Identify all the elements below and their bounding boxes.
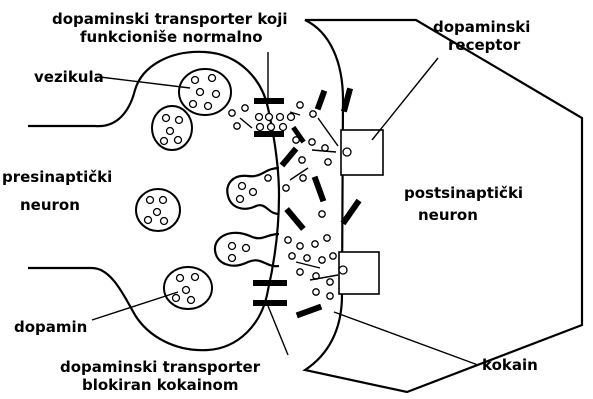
transporter-normal: [254, 98, 295, 137]
fusing-vesicle-lower: [215, 233, 279, 266]
label-receptor-2: receptor: [448, 36, 521, 54]
transporter-blocked: [253, 280, 287, 306]
label-presynaptic-2: neuron: [20, 196, 80, 214]
vesicle-left: [152, 106, 192, 150]
label-postsynaptic-2: neuron: [418, 206, 478, 224]
dopamine-receptors: [339, 130, 383, 294]
label-postsynaptic-1: postsinaptički: [404, 184, 523, 202]
label-transporter-blocked-2: blokiran kokainom: [82, 376, 238, 394]
label-presynaptic-1: presinaptički: [2, 168, 112, 186]
label-dopamine: dopamin: [14, 318, 87, 336]
label-receptor-1: dopaminski: [433, 18, 530, 36]
fusing-vesicle-upper: [227, 168, 279, 214]
vesicle-bottom: [164, 267, 212, 309]
label-transporter-normal-1: dopaminski transporter koji: [52, 10, 287, 28]
label-vesicle: vezikula: [34, 68, 104, 86]
vesicle-middle: [136, 189, 180, 231]
label-transporter-normal-2: funkcioniše normalno: [80, 28, 263, 46]
vesicle-top: [179, 69, 231, 115]
label-cocaine: kokain: [482, 356, 538, 374]
label-transporter-blocked-1: dopaminski transporter: [60, 358, 261, 376]
